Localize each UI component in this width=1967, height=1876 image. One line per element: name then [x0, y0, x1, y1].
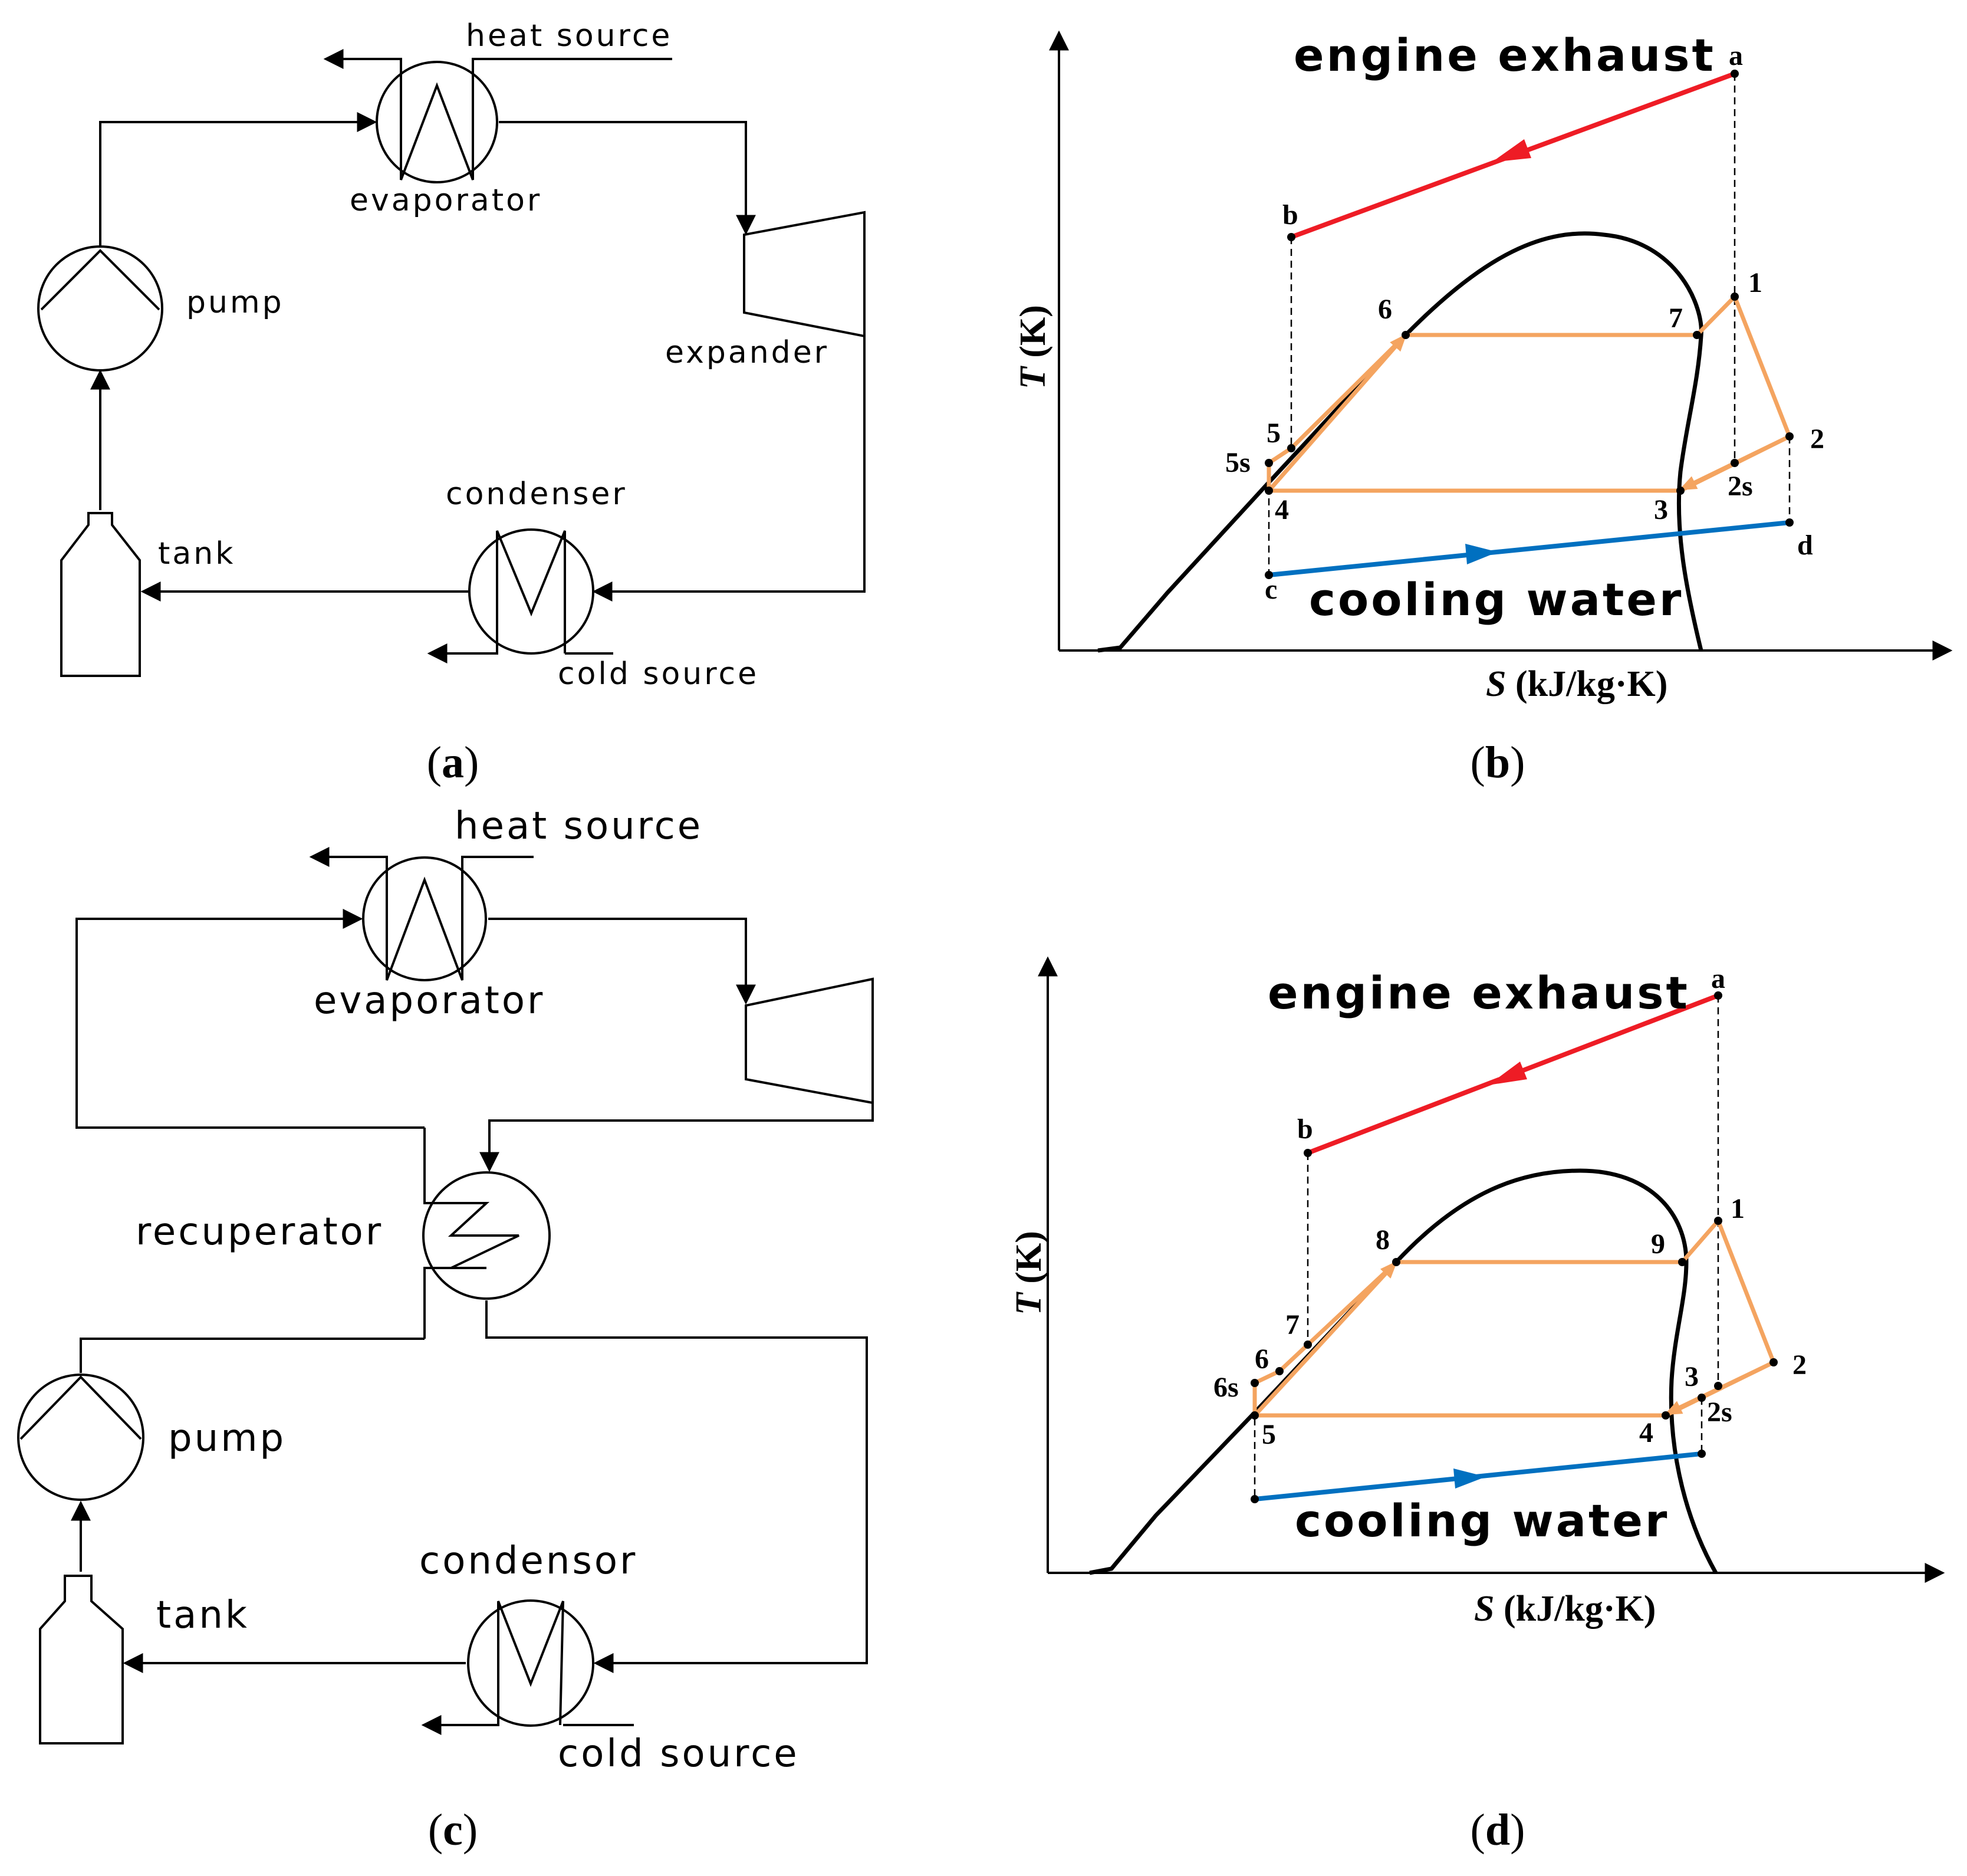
panel-a: heat source evaporator pump expander con…	[37, 18, 866, 787]
exhaust-label-b: engine exhaust	[1294, 29, 1716, 81]
heat-source-label: heat source	[466, 18, 672, 54]
evaporator-label-c: evaporator	[314, 979, 545, 1023]
svg-text:5s: 5s	[1225, 447, 1251, 478]
pump-label: pump	[186, 285, 284, 320]
condenser-label: condenser	[446, 477, 627, 512]
svg-text:b: b	[1282, 199, 1298, 231]
svg-text:2: 2	[1792, 1349, 1807, 1381]
expander-label: expander	[665, 335, 829, 370]
svg-text:5: 5	[1262, 1419, 1276, 1450]
axes-b	[1049, 30, 1953, 661]
svg-text:3: 3	[1654, 494, 1668, 525]
svg-text:7: 7	[1669, 303, 1683, 334]
pump-label-c: pump	[168, 1417, 286, 1460]
panel-d: a b 1 2 2s 3 4 5 6 6s 7 8 9 engine exhau…	[1009, 956, 1945, 1855]
svg-text:3: 3	[1685, 1361, 1699, 1392]
cold-source-label: cold source	[558, 656, 759, 692]
svg-text:6s: 6s	[1213, 1372, 1239, 1403]
svg-text:a: a	[1711, 963, 1725, 994]
condensor-symbol	[421, 1599, 634, 1735]
recuperator-label: recuperator	[136, 1210, 383, 1254]
point-labels-d: a b 1 2 2s 3 4 5 6 6s 7 8 9	[1213, 963, 1807, 1450]
caption-a: (a)	[427, 738, 479, 787]
svg-text:a: a	[1729, 40, 1743, 71]
svg-text:5: 5	[1267, 418, 1281, 449]
svg-text:2: 2	[1810, 423, 1824, 455]
caption-b: (b)	[1471, 738, 1525, 787]
cycle-b	[1267, 295, 1792, 493]
svg-text:9: 9	[1651, 1228, 1665, 1260]
x-axis-label-b: S (kJ/kg·K)	[1486, 664, 1667, 704]
svg-text:6: 6	[1378, 294, 1392, 325]
condensor-label: condensor	[419, 1539, 637, 1583]
tank-symbol	[60, 512, 141, 677]
state-points-d	[1251, 991, 1778, 1503]
saturation-dome-d	[1089, 1168, 1718, 1575]
svg-text:8: 8	[1376, 1224, 1390, 1256]
expander-symbol-c	[745, 977, 874, 1105]
cooling-label-b: cooling water	[1309, 573, 1683, 626]
evaporator-label: evaporator	[350, 183, 542, 218]
svg-text:6: 6	[1255, 1343, 1269, 1375]
svg-text:2s: 2s	[1728, 471, 1753, 502]
tank-symbol-c	[39, 1575, 124, 1744]
svg-text:1: 1	[1748, 267, 1762, 298]
expander-symbol	[743, 211, 866, 338]
exhaust-label-d: engine exhaust	[1268, 967, 1690, 1019]
y-axis-label-b: T (K)	[1013, 305, 1053, 389]
cold-source-label-c: cold source	[558, 1732, 800, 1776]
svg-text:d: d	[1797, 530, 1813, 561]
caption-d: (d)	[1471, 1805, 1525, 1855]
cooling-line-b	[1268, 520, 1790, 577]
y-axis-label-d: T (K)	[1009, 1231, 1049, 1315]
pump-symbol-c	[17, 1374, 144, 1501]
x-axis-label-d: S (kJ/kg·K)	[1474, 1589, 1656, 1629]
svg-text:4: 4	[1639, 1417, 1653, 1448]
tank-label-c: tank	[156, 1594, 249, 1637]
panel-b: a b 1 2 2s 3 4 5 5s 6 7 c d engine exhau…	[1013, 29, 1953, 787]
heat-source-label-c: heat source	[455, 804, 703, 848]
svg-text:7: 7	[1285, 1309, 1300, 1341]
svg-text:2s: 2s	[1707, 1397, 1732, 1428]
cooling-label-d: cooling water	[1295, 1494, 1669, 1547]
tank-label: tank	[158, 536, 235, 571]
pump-symbol	[37, 245, 163, 372]
axes-d	[1038, 956, 1945, 1583]
caption-c: (c)	[428, 1805, 478, 1855]
svg-text:4: 4	[1275, 494, 1289, 525]
saturation-dome-b	[1097, 231, 1703, 653]
recuperator-symbol	[422, 1128, 551, 1339]
state-points-b	[1265, 70, 1794, 579]
svg-text:1: 1	[1731, 1193, 1745, 1224]
evaporator-symbol	[323, 49, 672, 183]
panel-c: heat source evaporator recuperator pump …	[17, 804, 874, 1855]
svg-text:c: c	[1265, 574, 1277, 605]
svg-text:b: b	[1297, 1113, 1313, 1145]
evaporator-symbol-c	[309, 847, 534, 981]
point-labels-b: a b 1 2 2s 3 4 5 5s 6 7 c d	[1225, 40, 1824, 605]
